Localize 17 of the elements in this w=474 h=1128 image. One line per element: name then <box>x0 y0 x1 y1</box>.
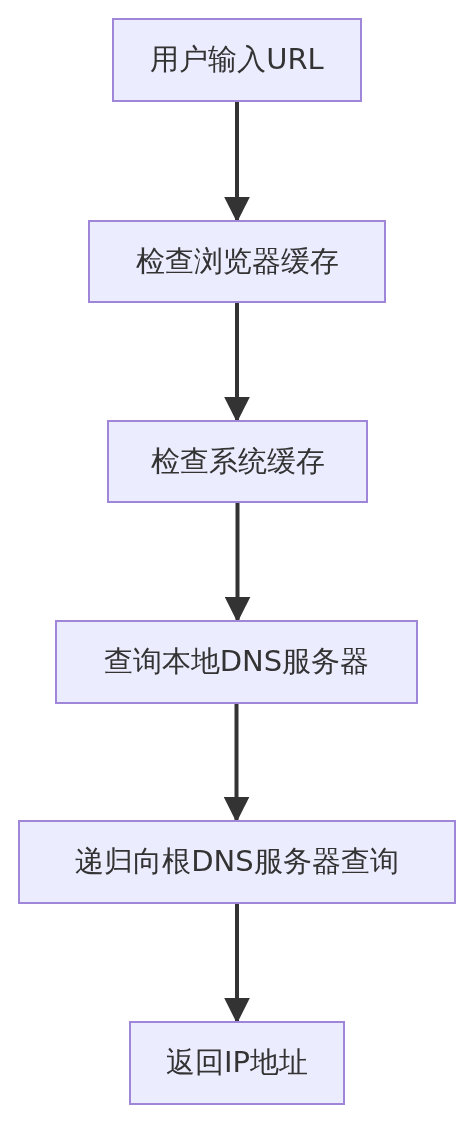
arrow <box>224 303 250 423</box>
arrow <box>224 503 251 623</box>
node-label: 用户输入URL <box>150 41 324 78</box>
process-box <box>55 620 418 704</box>
node-label: 查询本地DNS服务器 <box>103 643 370 680</box>
process-box <box>107 420 368 503</box>
node-label: 检查系统缓存 <box>150 442 325 480</box>
process-box <box>129 1021 345 1105</box>
process-box <box>112 18 362 102</box>
process-box <box>88 220 386 303</box>
arrow <box>224 102 250 223</box>
node-label: 检查浏览器缓存 <box>135 242 339 280</box>
node-label: 返回IP地址 <box>165 1044 308 1081</box>
arrow <box>224 904 250 1024</box>
arrow <box>223 704 250 823</box>
process-box <box>18 820 456 904</box>
node-label: 递归向根DNS服务器查询 <box>75 843 399 880</box>
